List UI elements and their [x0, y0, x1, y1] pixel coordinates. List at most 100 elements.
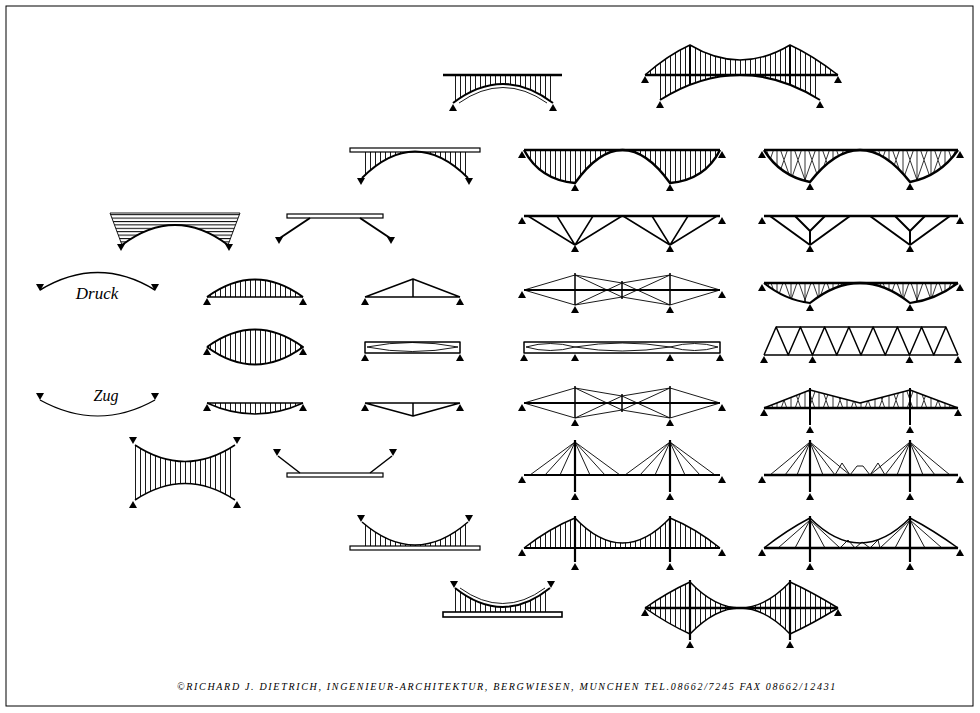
suspension-bridge: [524, 518, 720, 548]
deck-arch-bridge: [449, 104, 457, 111]
arched-truss-bridge: [758, 284, 766, 291]
suspended-deck-bridge: [455, 588, 550, 612]
tower-truss-bridge: [810, 388, 910, 425]
arch-cable-bridge: [834, 76, 842, 83]
suspended-chord: [203, 403, 307, 414]
lens-truss-bridge: [575, 273, 670, 305]
tower-truss-bridge: [760, 388, 962, 433]
cable-stayed-bridge: [718, 476, 726, 483]
fan-strut-bridge: [623, 216, 717, 245]
masonry-arch-bridge: [122, 225, 228, 245]
king-post-truss: [365, 279, 460, 297]
cable-truss-suspension-bridge: [645, 582, 838, 608]
truss-arch-bridge: [764, 150, 958, 182]
fan-strut-bridge: [666, 245, 674, 252]
tower-truss-bridge: [764, 390, 958, 408]
arch-cable-bridge: [660, 75, 820, 100]
strut-frame-bridge: [287, 214, 383, 218]
strut-frame-bridge: [360, 218, 390, 238]
tower-truss-bridge: [954, 409, 962, 416]
deck-arch-bridge: [549, 104, 557, 111]
hybrid-cable-bridge: [906, 563, 914, 570]
warren-truss: [764, 327, 958, 355]
suspension-bridge: [666, 563, 674, 570]
masonry-arch-bridge: [117, 244, 125, 251]
stayed-slab: [273, 449, 281, 456]
masonry-arch-bridge: [110, 213, 240, 251]
cable-net: [135, 445, 235, 500]
tower-truss-bridge: [764, 390, 958, 408]
suspended-deck-bridge: [547, 581, 555, 588]
tower-truss-bridge: [760, 409, 768, 416]
tree-support-bridge: [758, 217, 766, 224]
tree-support-bridge: [806, 245, 814, 252]
continuous-beam: [716, 354, 724, 361]
multi-arch-bridge: [718, 151, 726, 158]
cable-net: [135, 445, 235, 500]
suspension-bridge: [518, 516, 726, 570]
hybrid-cable-bridge: [810, 516, 910, 562]
beam-girder: [361, 354, 369, 361]
arch-bridge: [362, 152, 468, 179]
suspension-bridge: [718, 549, 726, 556]
beam-girder: [367, 343, 458, 352]
force-label: Zug: [94, 388, 119, 404]
cable-stayed-bridge: [524, 474, 720, 476]
truss-arch-bridge: [906, 183, 914, 190]
tied-arch: [203, 280, 307, 306]
warren-truss: [809, 356, 817, 363]
lens-truss-bridge: [518, 404, 526, 411]
cable-truss-suspension-bridge: [641, 609, 649, 616]
cable-stayed-bridge: [518, 476, 526, 483]
hybrid-cable-bridge: [764, 518, 958, 548]
cable-stayed-bridge: [666, 493, 674, 500]
hybrid-cable-bridge: [806, 563, 814, 570]
suspension-bridge: [524, 547, 720, 549]
beam-girder: [361, 342, 464, 361]
tied-arch: [299, 298, 307, 305]
cable-stayed-truss-bridge: [956, 476, 964, 483]
truss-arch-bridge: [806, 183, 814, 190]
beam-girder: [365, 342, 460, 353]
stayed-slab: [370, 456, 392, 473]
stress-ribbon-bridge: [465, 515, 473, 522]
tower-truss-bridge: [906, 426, 914, 433]
suspended-chord: [207, 402, 303, 404]
continuous-beam: [520, 354, 528, 361]
king-post-truss: [456, 298, 464, 305]
arch-cable-bridge: [641, 45, 842, 108]
copyright-line: ©RICHARD J. DIETRICH, INGENIEUR-ARCHITEK…: [177, 682, 837, 692]
cable-stayed-bridge: [530, 442, 620, 475]
strut-frame-bridge: [275, 237, 283, 244]
hybrid-cable-bridge: [956, 549, 964, 556]
lens-girder: [203, 348, 211, 355]
lens-truss-bridge: [571, 306, 579, 313]
truss-arch-bridge: [758, 150, 964, 190]
cable-truss-suspension-bridge: [641, 580, 842, 648]
inverted-king-post: [365, 403, 460, 416]
tree-support-bridge: [764, 215, 958, 218]
tension-cable: [151, 393, 159, 400]
warren-truss: [760, 356, 768, 363]
tower-truss-bridge: [806, 426, 814, 433]
suspended-chord: [207, 403, 303, 414]
arch-cable-bridge: [645, 45, 838, 75]
stayed-slab: [287, 473, 383, 477]
cable-net: [129, 501, 137, 508]
multi-arch-bridge: [518, 151, 526, 158]
suspended-deck-bridge: [455, 588, 550, 607]
multi-arch-bridge: [518, 150, 726, 191]
lens-truss-bridge: [718, 291, 726, 298]
strut-frame-bridge: [387, 237, 395, 244]
warren-truss: [906, 356, 914, 363]
cable-net: [233, 501, 241, 508]
deck-arch-bridge: [453, 76, 553, 103]
arch-cable-bridge: [656, 101, 664, 108]
tree-support-bridge: [906, 245, 914, 252]
tower-truss-bridge: [764, 407, 958, 410]
arch-cable-bridge: [689, 45, 691, 85]
warren-truss: [760, 327, 962, 363]
stayed-slab: [389, 449, 397, 456]
arched-truss-bridge: [906, 304, 914, 311]
